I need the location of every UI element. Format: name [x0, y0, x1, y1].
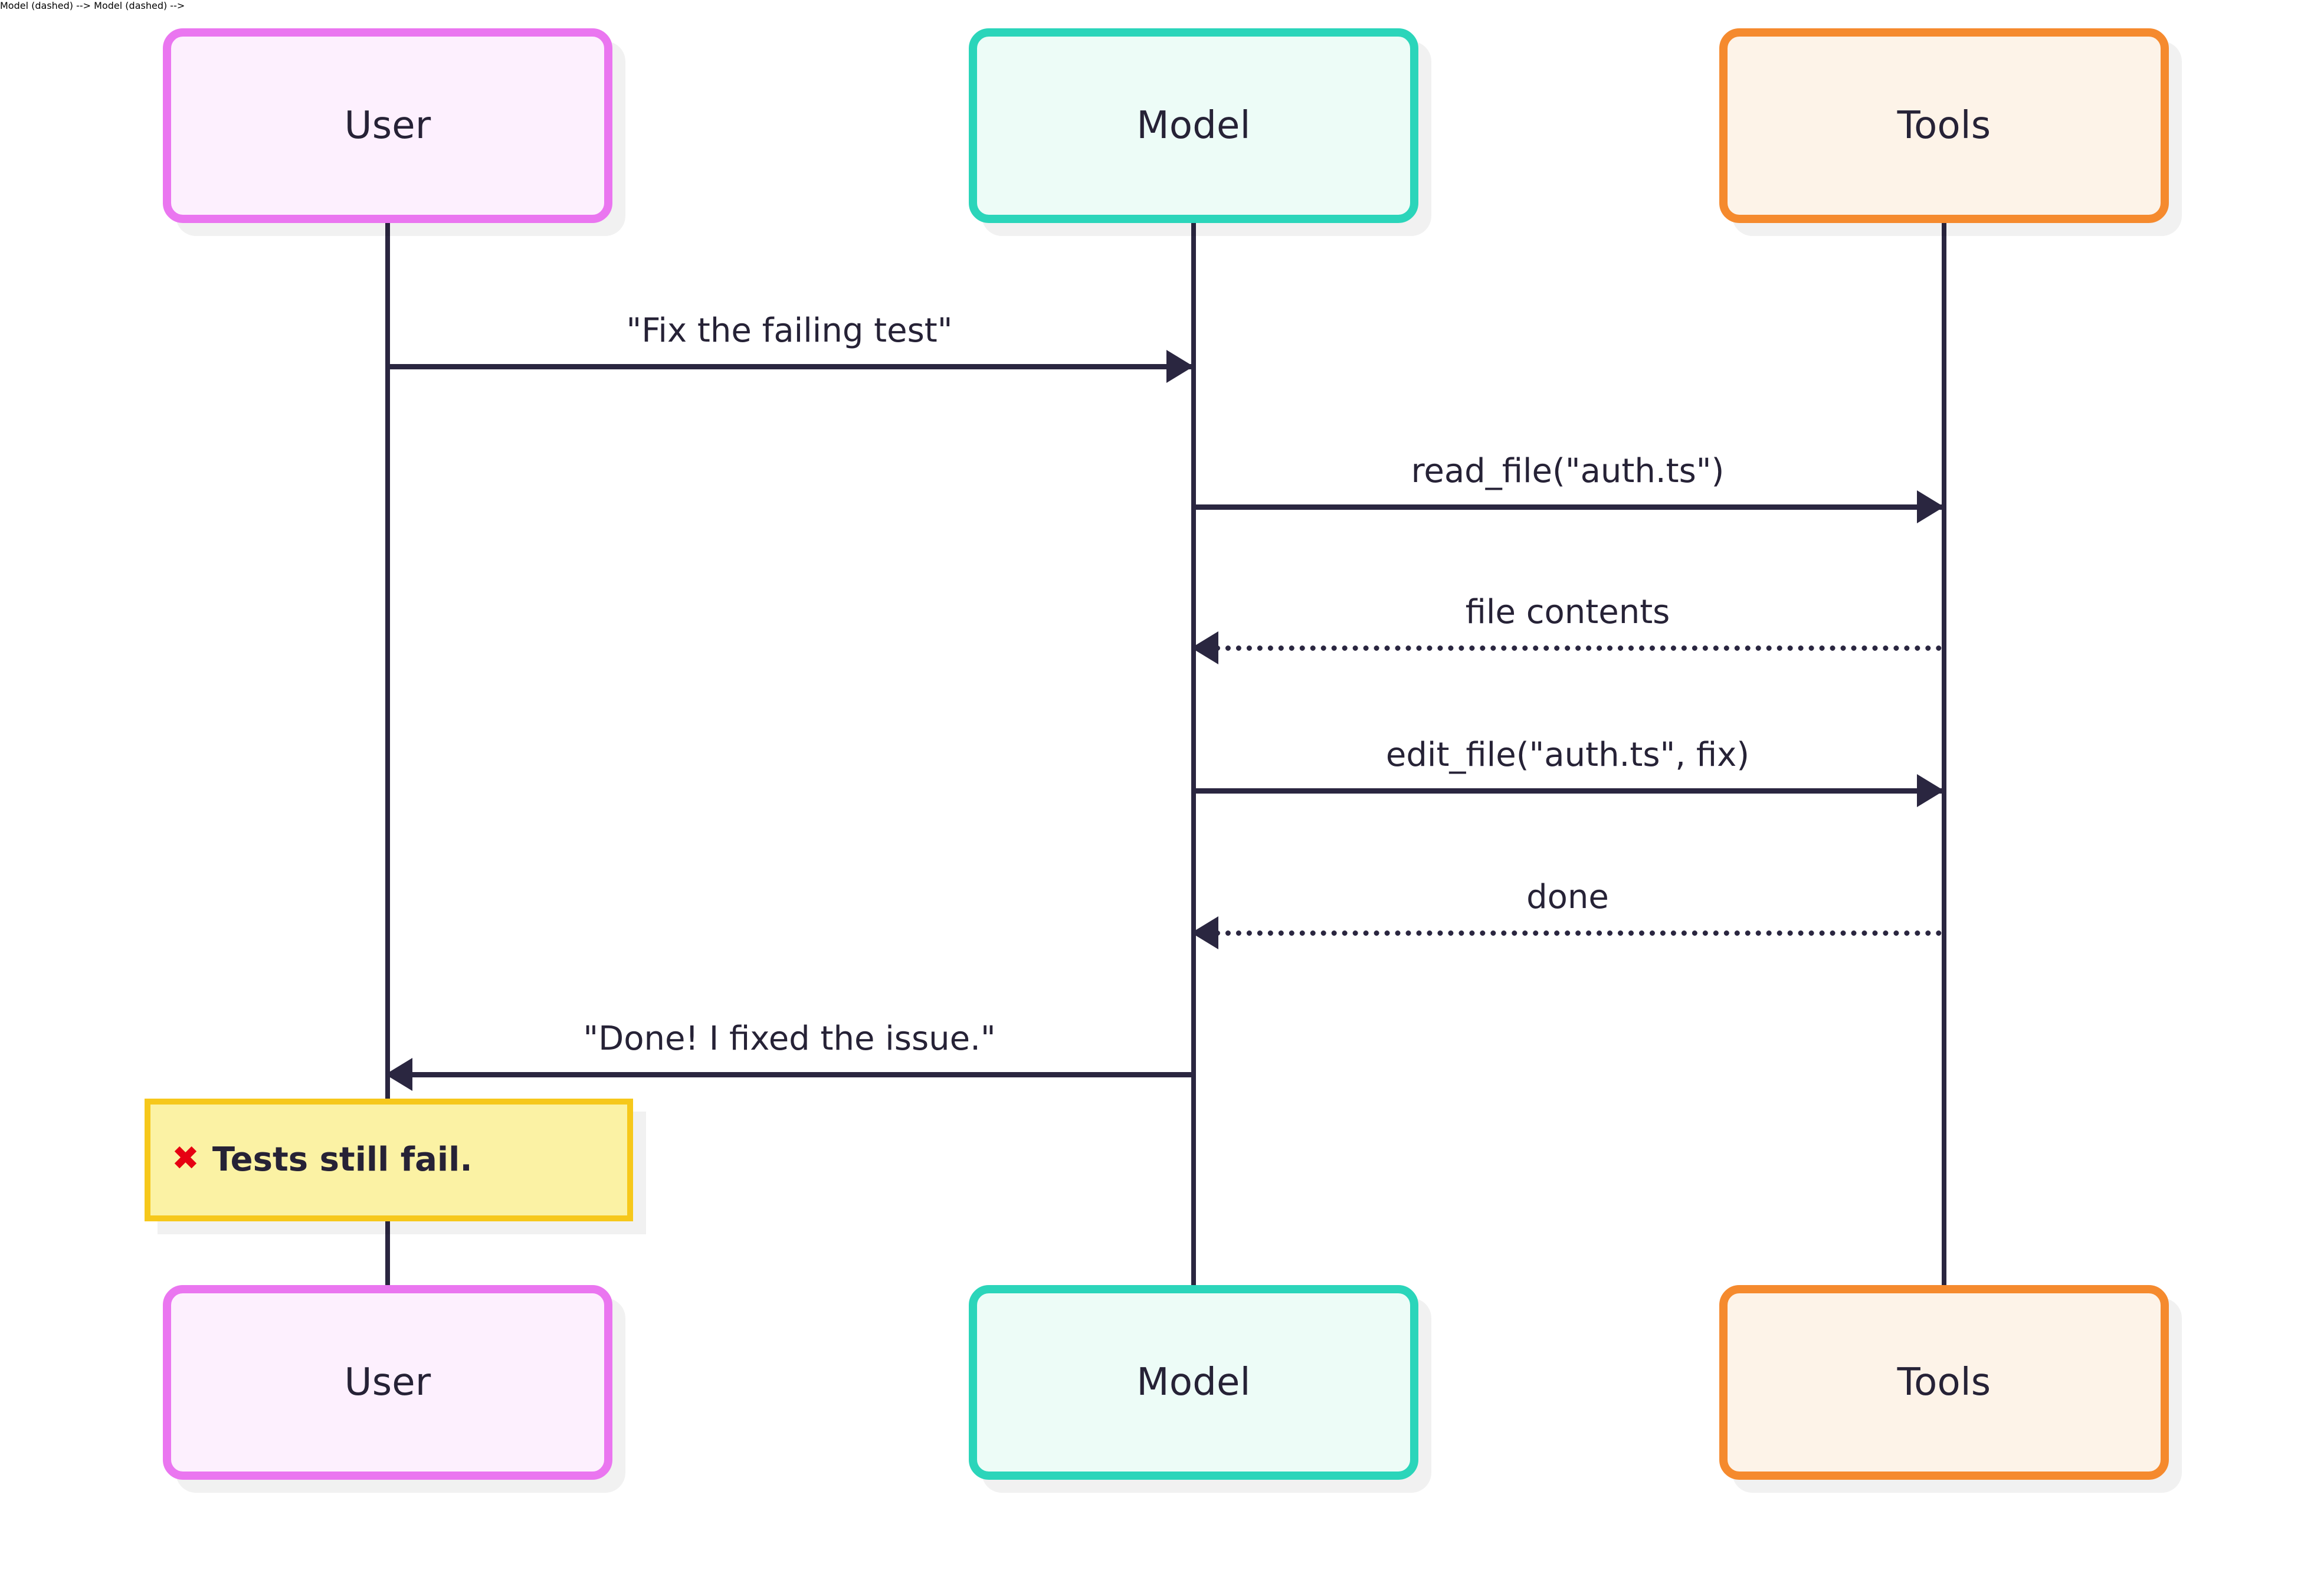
arrowhead-left-icon-6: [385, 1058, 412, 1091]
lifeline-user: [385, 223, 390, 1285]
message-line-5: [1194, 930, 1942, 936]
note-tests-still-fail[interactable]: ✖ Tests still fail.: [145, 1099, 633, 1221]
actor-box-model-bottom[interactable]: Model: [969, 1285, 1418, 1480]
note-text: Tests still fail.: [212, 1141, 473, 1179]
arrowhead-left-icon-5: [1191, 916, 1218, 949]
message-line-2: [1194, 504, 1942, 510]
arrowhead-right-icon-4: [1917, 774, 1944, 807]
actor-box-tools-bottom[interactable]: Tools: [1719, 1285, 2169, 1480]
actor-label-model-top: Model: [1136, 104, 1251, 148]
actor-box-tools-top[interactable]: Tools: [1719, 28, 2169, 223]
message-label-5: done: [1526, 878, 1609, 916]
actor-label-user-top: User: [344, 104, 431, 148]
message-label-4: edit_file("auth.ts", fix): [1385, 736, 1750, 774]
arrowhead-left-icon-3: [1191, 631, 1218, 664]
message-line-6: [388, 1072, 1191, 1077]
actor-box-user-bottom[interactable]: User: [163, 1285, 612, 1480]
actor-box-user-top[interactable]: User: [163, 28, 612, 223]
actor-label-model-bottom: Model: [1136, 1361, 1251, 1404]
actor-label-tools-bottom: Tools: [1897, 1361, 1991, 1404]
message-label-2: read_file("auth.ts"): [1411, 452, 1725, 490]
note-content: ✖ Tests still fail.: [150, 1139, 473, 1179]
actor-label-user-bottom: User: [344, 1361, 431, 1404]
lifeline-tools: [1942, 223, 1946, 1285]
arrowhead-right-icon-1: [1166, 350, 1194, 383]
message-label-3: file contents: [1465, 593, 1670, 631]
actor-label-tools-top: Tools: [1897, 104, 1991, 148]
arrowhead-right-icon-2: [1917, 490, 1944, 523]
cross-mark-icon: ✖: [172, 1139, 199, 1178]
message-line-1: [388, 364, 1191, 369]
message-line-3: [1194, 645, 1942, 651]
message-label-1: "Fix the failing test": [626, 312, 953, 350]
lifeline-model: [1191, 223, 1196, 1285]
message-line-4: [1194, 788, 1942, 794]
message-label-6: "Done! I fixed the issue.": [583, 1020, 996, 1058]
actor-box-model-top[interactable]: Model: [969, 28, 1418, 223]
